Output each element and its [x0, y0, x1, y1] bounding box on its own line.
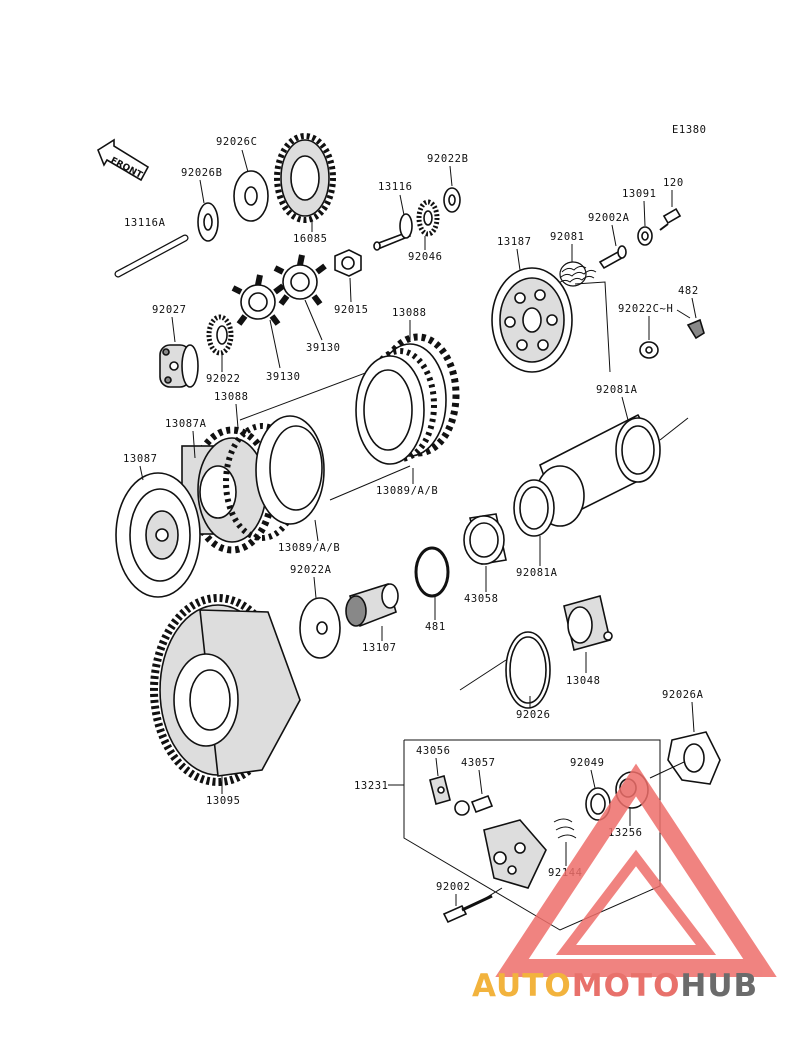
label-92026A: 92026A: [662, 689, 704, 701]
watermark-text: AUTOMOTOHUB: [472, 968, 758, 1004]
hub-92027: [159, 344, 199, 388]
label-13087A: 13087A: [165, 418, 207, 430]
label-13231: 13231: [354, 780, 389, 792]
label-13116: 13116: [378, 181, 413, 193]
label-92027: 92027: [152, 304, 187, 316]
label-92026: 92026: [516, 709, 551, 721]
label-92022: 92022: [206, 373, 241, 385]
label-482: 482: [678, 285, 699, 297]
label-13089-lower: 13089/A/B: [278, 542, 340, 554]
label-92026C: 92026C: [216, 136, 258, 148]
label-92022A: 92022A: [290, 564, 332, 576]
spring-plate-39130-a: [231, 274, 285, 326]
sleeve-13107: [345, 582, 399, 628]
valve-43057: [454, 794, 494, 816]
fitting-43056: [429, 775, 451, 805]
release-cylinder-body: [483, 819, 547, 889]
plate-13091: [637, 226, 653, 246]
watermark-triangle-icon: [495, 763, 777, 977]
spring-92081: [557, 261, 597, 287]
label-92026B: 92026B: [181, 167, 223, 179]
pressure-plate-13187: [491, 267, 573, 373]
label-13089-upper: 13089/A/B: [376, 485, 438, 497]
label-13048: 13048: [566, 675, 601, 687]
label-16085: 16085: [293, 233, 328, 245]
label-43056: 43056: [416, 745, 451, 757]
label-13107: 13107: [362, 642, 397, 654]
bolt-92002: [442, 894, 493, 924]
ring-92081A: [513, 479, 555, 537]
label-92081A: 92081A: [596, 384, 638, 396]
label-92049: 92049: [570, 757, 605, 769]
washer-92022B: [443, 187, 461, 213]
spacer-92081A: [535, 413, 661, 527]
fitting-13048: [563, 595, 613, 651]
bearing-92046: [416, 199, 440, 237]
label-92022B: 92022B: [427, 153, 469, 165]
clip-482: [686, 318, 705, 340]
label-13087: 13087: [123, 453, 158, 465]
label-92002A: 92002A: [588, 212, 630, 224]
front-arrow-icon: FRONT: [97, 138, 150, 181]
push-rod-13116A: [114, 234, 189, 278]
label-39130-b: 39130: [306, 342, 341, 354]
label-92015: 92015: [334, 304, 369, 316]
clutch-plates-13088-lower: [223, 415, 325, 541]
label-92002: 92002: [436, 881, 471, 893]
label-13187: 13187: [497, 236, 532, 248]
label-13088-upper: 13088: [392, 307, 427, 319]
label-92022C: 92022C~H: [618, 303, 673, 315]
label-43058: 43058: [464, 593, 499, 605]
clutch-plates-13088-upper: [355, 333, 460, 465]
label-13088-lower: 13088: [214, 391, 249, 403]
watermark-auto: AUTO: [472, 968, 572, 1004]
watermark-moto: MOTO: [572, 968, 681, 1004]
gear-16085: [274, 133, 336, 223]
label-92081A-lower: 92081A: [516, 567, 558, 579]
watermark-logo: [495, 763, 777, 977]
bolt-120: [659, 207, 682, 231]
washer-92022C: [639, 341, 659, 359]
ring-92026: [505, 631, 551, 709]
spring-92144: [553, 818, 577, 839]
bolt-92002A: [598, 245, 627, 270]
label-43057: 43057: [461, 757, 496, 769]
washer-92026B: [197, 202, 219, 242]
label-481: 481: [425, 621, 446, 633]
washer-92026C: [233, 170, 269, 222]
bearing-92022: [206, 314, 234, 356]
label-13095: 13095: [206, 795, 241, 807]
label-92046: 92046: [408, 251, 443, 263]
shaft-13116: [373, 213, 413, 251]
clutch-housing-13095: [150, 594, 301, 786]
label-13256: 13256: [608, 827, 643, 839]
label-120: 120: [663, 177, 684, 189]
gasket-92026A: [667, 731, 721, 785]
label-92081: 92081: [550, 231, 585, 243]
diagram-code: E1380: [672, 124, 707, 136]
assembly-bracket-13231: [403, 739, 661, 931]
circlip-481: [414, 546, 450, 598]
collar-43058: [463, 513, 507, 565]
spring-plate-39130-b: [273, 254, 327, 306]
nut-92015: [334, 249, 362, 277]
clutch-boss-13087: [115, 472, 201, 598]
label-13091: 13091: [622, 188, 657, 200]
label-39130-a: 39130: [266, 371, 301, 383]
watermark-hub: HUB: [680, 968, 758, 1004]
label-13116A: 13116A: [124, 217, 166, 229]
washer-92022A: [299, 597, 341, 659]
